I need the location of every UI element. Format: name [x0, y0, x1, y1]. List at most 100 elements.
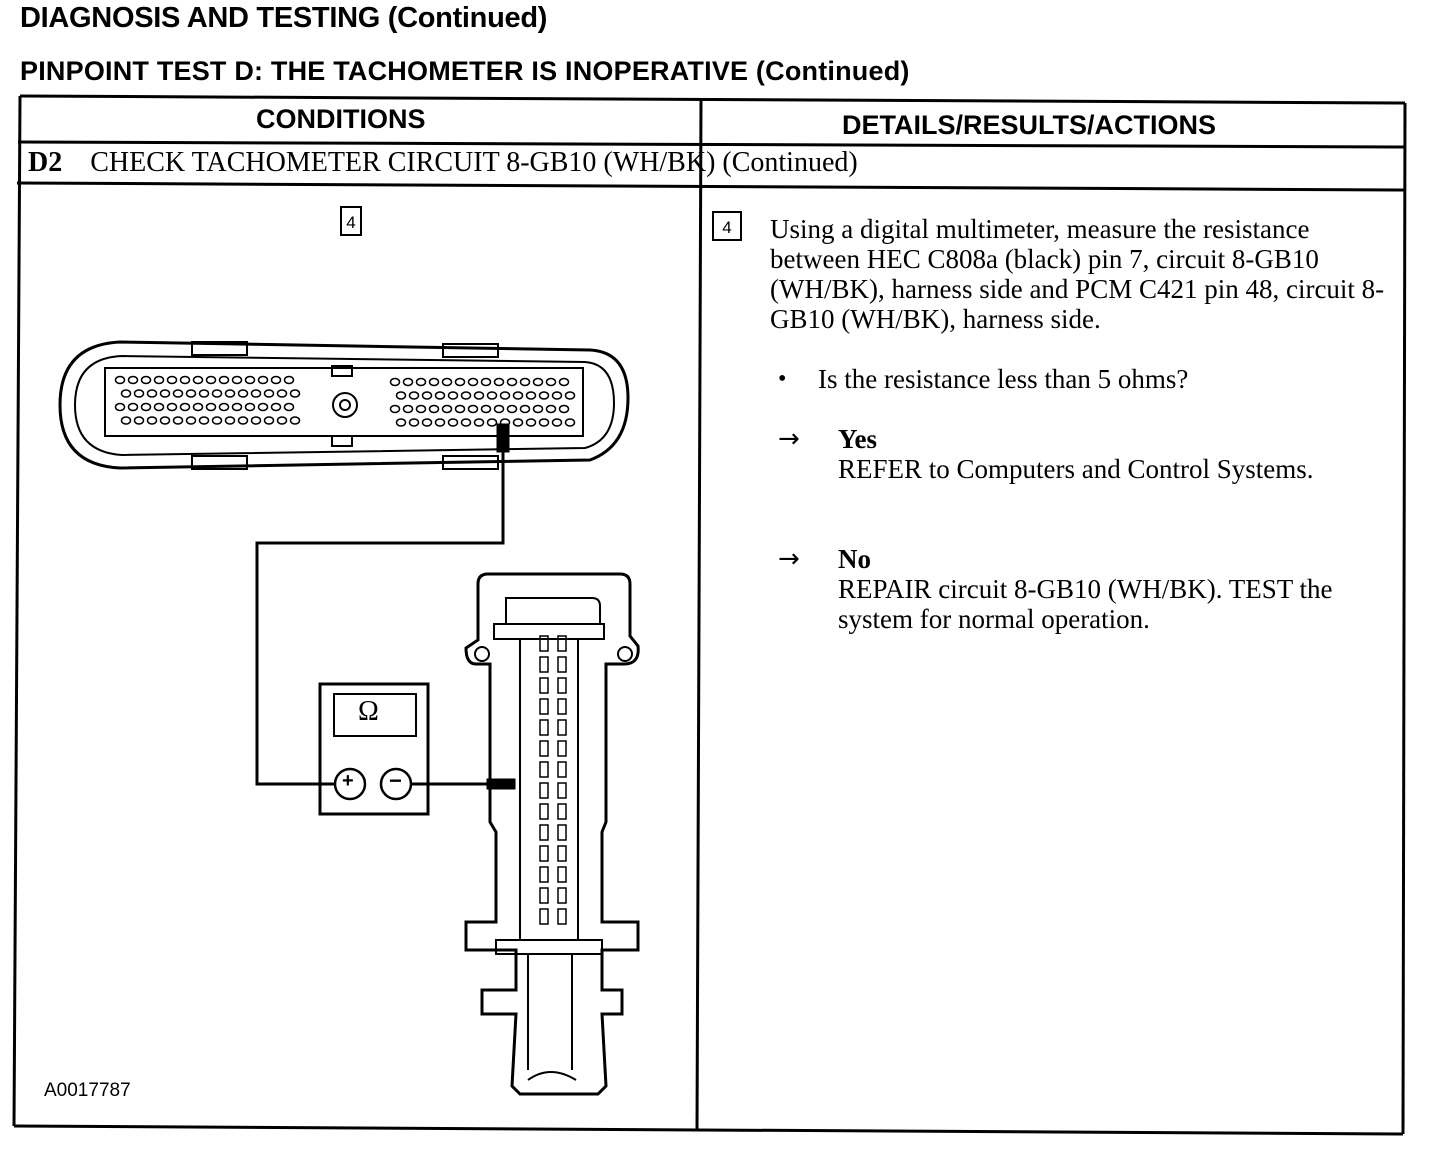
- connector-pin: [218, 402, 230, 412]
- connector-pin: [153, 375, 165, 385]
- connector-pin: [120, 416, 132, 425]
- ohm-symbol: Ω: [358, 696, 379, 727]
- connector-pin: [172, 416, 184, 425]
- connector-pin: [460, 391, 472, 400]
- connector-pin: [408, 391, 420, 400]
- page-title: DIAGNOSIS AND TESTING (Continued): [20, 2, 548, 34]
- arrow-right-icon: →: [778, 544, 800, 574]
- connector-pin: [557, 887, 567, 904]
- connector-pin: [421, 418, 433, 427]
- connector-pin: [395, 418, 407, 427]
- connector-pin: [218, 375, 230, 385]
- connector-pin: [564, 391, 576, 400]
- connector-pin: [402, 377, 414, 387]
- meter-plus-terminal: +: [342, 770, 354, 792]
- step-title: CHECK TACHOMETER CIRCUIT 8-GB10 (WH/BK) …: [90, 147, 858, 178]
- connector-pin: [545, 377, 557, 387]
- connector-pin: [146, 389, 158, 398]
- connector-pin: [539, 635, 549, 652]
- connector-pin: [428, 377, 440, 387]
- column-header-conditions: CONDITIONS: [256, 104, 426, 134]
- connector-pin: [408, 418, 420, 427]
- connector-pin: [539, 908, 549, 925]
- connector-pin: [205, 402, 217, 412]
- connector-pin: [539, 845, 549, 862]
- connector-pin: [211, 416, 223, 425]
- figure-id: A0017787: [44, 1080, 131, 1101]
- connector-pin: [557, 656, 567, 673]
- connector-pin: [224, 416, 236, 425]
- connector-pin: [557, 698, 567, 715]
- connector-pin: [454, 404, 466, 414]
- connector-pin: [133, 416, 145, 425]
- connector-pin: [257, 402, 269, 412]
- connector-pin: [244, 375, 256, 385]
- connector-pin: [185, 389, 197, 398]
- connector-pin: [525, 391, 537, 400]
- connector-pin: [532, 404, 544, 414]
- connector-pin: [519, 377, 531, 387]
- connector-pin: [538, 418, 550, 427]
- connector-pin: [499, 391, 511, 400]
- connector-pin: [539, 677, 549, 694]
- connector-pin: [434, 418, 446, 427]
- connector-pin: [545, 404, 557, 414]
- connector-pin: [179, 375, 191, 385]
- meter-minus-terminal: −: [389, 768, 402, 793]
- connector-pin: [179, 402, 191, 412]
- connector-pin: [127, 402, 139, 412]
- connector-pin: [276, 416, 288, 425]
- connector-pin: [257, 375, 269, 385]
- connector-pin: [539, 719, 549, 736]
- connector-pin: [283, 375, 295, 385]
- connector-pin: [421, 391, 433, 400]
- connector-pin: [211, 389, 223, 398]
- connector-pin: [140, 402, 152, 412]
- connector-pin: [114, 402, 126, 412]
- connector-pin: [506, 377, 518, 387]
- connector-pin: [166, 375, 178, 385]
- connector-pin: [493, 377, 505, 387]
- connector-pin: [512, 391, 524, 400]
- connector-pin: [493, 404, 505, 414]
- step-heading: D2 CHECK TACHOMETER CIRCUIT 8-GB10 (WH/BK…: [28, 147, 858, 179]
- no-label: No: [838, 544, 871, 574]
- connector-pin: [557, 635, 567, 652]
- connector-pin: [557, 740, 567, 757]
- connector-pin: [557, 719, 567, 736]
- connector-pin: [557, 761, 567, 778]
- connector-pin: [289, 389, 301, 398]
- connector-pin: [519, 404, 531, 414]
- connector-pin: [415, 377, 427, 387]
- connector-pin: [153, 402, 165, 412]
- connector-pin: [244, 402, 256, 412]
- pinpoint-test-title: PINPOINT TEST D: THE TACHOMETER IS INOPE…: [20, 56, 910, 86]
- connector-pin: [558, 377, 570, 387]
- connector-pin: [486, 391, 498, 400]
- bullet-icon: •: [778, 366, 787, 392]
- connector-pin: [447, 391, 459, 400]
- connector-pin: [192, 375, 204, 385]
- connector-pin: [539, 803, 549, 820]
- connector-pin: [270, 402, 282, 412]
- connector-pin: [283, 402, 295, 412]
- connector-pin: [389, 377, 401, 387]
- connector-pin: [486, 418, 498, 427]
- connector-pin: [231, 375, 243, 385]
- pcm-connector-icon: [464, 572, 640, 1096]
- connector-pin: [539, 866, 549, 883]
- connector-pin: [127, 375, 139, 385]
- connector-pin: [224, 389, 236, 398]
- connector-pin: [557, 803, 567, 820]
- column-header-details: DETAILS/RESULTS/ACTIONS: [842, 110, 1217, 140]
- step-id: D2: [28, 147, 63, 178]
- connector-pin: [506, 404, 518, 414]
- connector-pin: [270, 375, 282, 385]
- instruction-text: Using a digital multimeter, measure the …: [770, 214, 1385, 334]
- connector-pin: [551, 418, 563, 427]
- connector-pin: [512, 418, 524, 427]
- connector-pin: [205, 375, 217, 385]
- connector-pin: [539, 656, 549, 673]
- connector-pin: [557, 824, 567, 841]
